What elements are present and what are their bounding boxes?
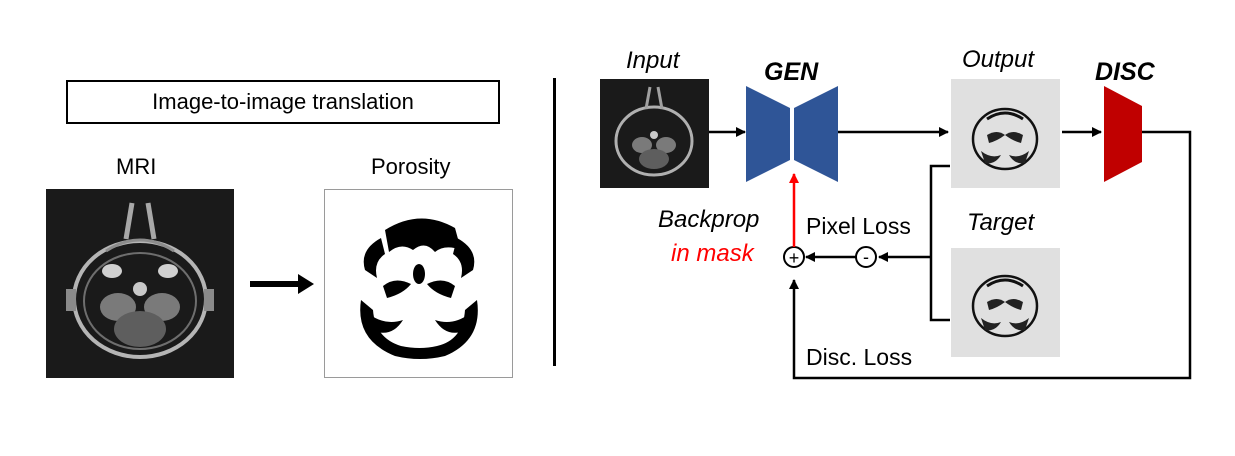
mri-label: MRI: [116, 154, 157, 179]
output-to-pixel-loss-line: [929, 164, 950, 322]
input-label: Input: [626, 47, 680, 74]
input-brain-picture: [614, 86, 694, 177]
output-label: Output: [962, 46, 1035, 73]
gen-decoder-shape: [794, 86, 838, 182]
section-divider: [553, 78, 556, 366]
porosity-skull-picture: [360, 218, 478, 359]
output-skull-picture: [971, 107, 1039, 171]
backprop-label: Backprop: [658, 206, 760, 233]
gen-label: GEN: [764, 58, 819, 86]
translation-arrow-head: [298, 274, 314, 294]
plus-symbol: +: [789, 248, 800, 268]
output-image: [951, 79, 1060, 188]
disc-label: DISC: [1095, 58, 1155, 86]
in-mask-label: in mask: [671, 240, 754, 267]
disc-loss-loop: [789, 130, 1192, 380]
gen-encoder-shape: [746, 86, 790, 182]
mri-image: [46, 189, 234, 378]
porosity-image: [324, 189, 513, 378]
translation-title: Image-to-image translation: [152, 89, 414, 114]
translation-title-box: Image-to-image translation: [66, 80, 500, 124]
minus-symbol: -: [863, 247, 869, 267]
mri-brain-picture: [66, 202, 214, 359]
disc-loss-label: Disc. Loss: [806, 344, 913, 370]
target-image: [951, 248, 1060, 357]
pixel-loss-label: Pixel Loss: [806, 213, 911, 239]
target-label: Target: [967, 209, 1035, 236]
input-image: [600, 79, 709, 188]
disc-shape: [1104, 86, 1142, 182]
target-skull-picture: [971, 274, 1039, 338]
porosity-label: Porosity: [371, 154, 451, 179]
